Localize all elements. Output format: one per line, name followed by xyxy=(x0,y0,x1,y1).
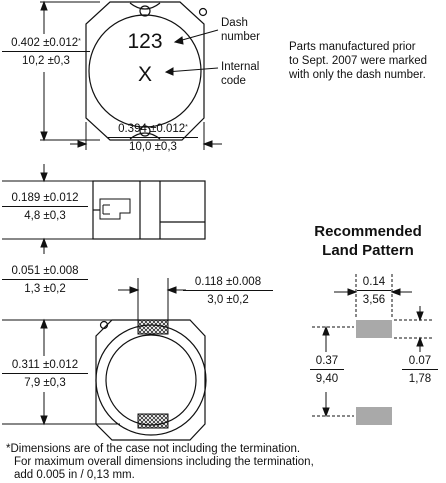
top-terminal-hole-bottom xyxy=(139,125,151,137)
dim-term-gap-inch: 0.118 ±0.008 xyxy=(183,275,273,291)
land-pattern-dim-lines xyxy=(312,274,432,418)
callout-dash-line1: Dash xyxy=(221,17,248,29)
side-case-outline xyxy=(92,180,206,240)
bottom-terminal-bottom xyxy=(137,413,169,429)
land-pattern-title: Recommended Land Pattern xyxy=(300,222,436,260)
land-pad-span-inch: 0.37 xyxy=(310,354,344,370)
callout-internal-line2: code xyxy=(221,75,246,87)
note-line3: with only the dash number. xyxy=(289,69,426,81)
land-pad-height-dim: 0.07 1,78 xyxy=(402,354,438,386)
dim-width-top-mark: * xyxy=(185,124,188,131)
land-pad-height-mm: 1,78 xyxy=(408,373,432,385)
dim-bottom-height-inch: 0.311 ±0.012 xyxy=(2,358,88,374)
dim-width-top: 0.394 ±0.012* 10,0 ±0,3 xyxy=(108,122,198,154)
dash-number-marking: 123 xyxy=(127,30,163,53)
dim-term-gap: 0.118 ±0.008 3,0 ±0,2 xyxy=(183,275,273,307)
side-terminal-bracket xyxy=(99,198,131,220)
callout-internal-code: Internal code xyxy=(221,60,259,88)
dim-bottom-height: 0.311 ±0.012 7,9 ±0,3 xyxy=(2,358,88,390)
note-line2: to Sept. 2007 were marked xyxy=(289,55,428,67)
note-line1: Parts manufactured prior xyxy=(289,41,416,53)
bottom-case-outline xyxy=(95,319,206,441)
callout-dash-number: Dash number xyxy=(221,16,260,44)
dim-bottom-height-mm: 7,9 ±0,3 xyxy=(24,377,66,389)
dim-side-height-mm: 4,8 ±0,3 xyxy=(24,210,66,222)
land-pattern-title-line2: Land Pattern xyxy=(322,242,414,259)
dim-height-top-lines xyxy=(40,0,100,142)
bottom-corner-mark xyxy=(99,320,109,330)
land-pad-top xyxy=(356,320,392,338)
land-pattern-title-line1: Recommended xyxy=(314,223,422,240)
dim-height-top: 0.402 ±0.012* 10,2 ±0,3 xyxy=(2,36,90,68)
top-corner-mark xyxy=(198,7,208,17)
top-terminal-hole-top xyxy=(139,5,151,17)
dim-height-top-mark: * xyxy=(78,38,81,45)
footnote-line1: *Dimensions are of the case not includin… xyxy=(6,443,301,455)
land-pad-width-dim: 0.14 3,56 xyxy=(357,275,391,307)
bottom-terminal-top xyxy=(137,319,169,335)
dim-height-top-mm: 10,2 ±0,3 xyxy=(22,55,70,67)
land-pad-width-inch: 0.14 xyxy=(357,275,391,291)
dim-side-height-inch: 0.189 ±0.012 xyxy=(2,191,88,207)
land-pad-span-dim: 0.37 9,40 xyxy=(310,354,344,386)
top-coil-circle xyxy=(88,14,202,128)
dim-term-width-inch: 0.051 ±0.008 xyxy=(2,264,88,280)
dim-term-width: 0.051 ±0.008 1,3 ±0,2 xyxy=(2,264,88,296)
dim-side-height-lines xyxy=(2,164,93,254)
dim-bottom-lines xyxy=(2,278,186,426)
footnote-line2: For maximum overall dimensions including… xyxy=(14,456,314,468)
dim-side-height: 0.189 ±0.012 4,8 ±0,3 xyxy=(2,191,88,223)
dim-width-top-lines xyxy=(70,122,222,150)
footnote-line3: add 0.005 in / 0,13 mm. xyxy=(14,469,135,481)
dim-width-top-mm: 10,0 ±0,3 xyxy=(129,141,177,153)
callouts xyxy=(164,29,219,76)
dim-width-top-inch: 0.394 ±0.012 xyxy=(118,123,186,135)
land-pad-width-mm: 3,56 xyxy=(362,294,386,306)
callout-internal-line1: Internal xyxy=(221,61,260,73)
callout-dash-line2: number xyxy=(221,31,260,43)
top-case-outline xyxy=(85,1,205,141)
top-terminal-top xyxy=(129,2,161,10)
land-pad-bottom xyxy=(356,407,392,425)
bottom-coil-inner xyxy=(105,334,197,426)
manufacturing-note: Parts manufactured prior to Sept. 2007 w… xyxy=(289,40,427,82)
dim-term-width-mm: 1,3 ±0,2 xyxy=(24,283,66,295)
land-pad-span-mm: 9,40 xyxy=(315,373,339,385)
dim-height-top-inch: 0.402 ±0.012 xyxy=(11,37,79,49)
internal-code-marking: X xyxy=(137,63,152,86)
side-view xyxy=(92,180,206,240)
footnote: *Dimensions are of the case not includin… xyxy=(6,443,314,482)
dim-term-gap-mm: 3,0 ±0,2 xyxy=(207,294,249,306)
land-pad-height-inch: 0.07 xyxy=(402,354,438,370)
